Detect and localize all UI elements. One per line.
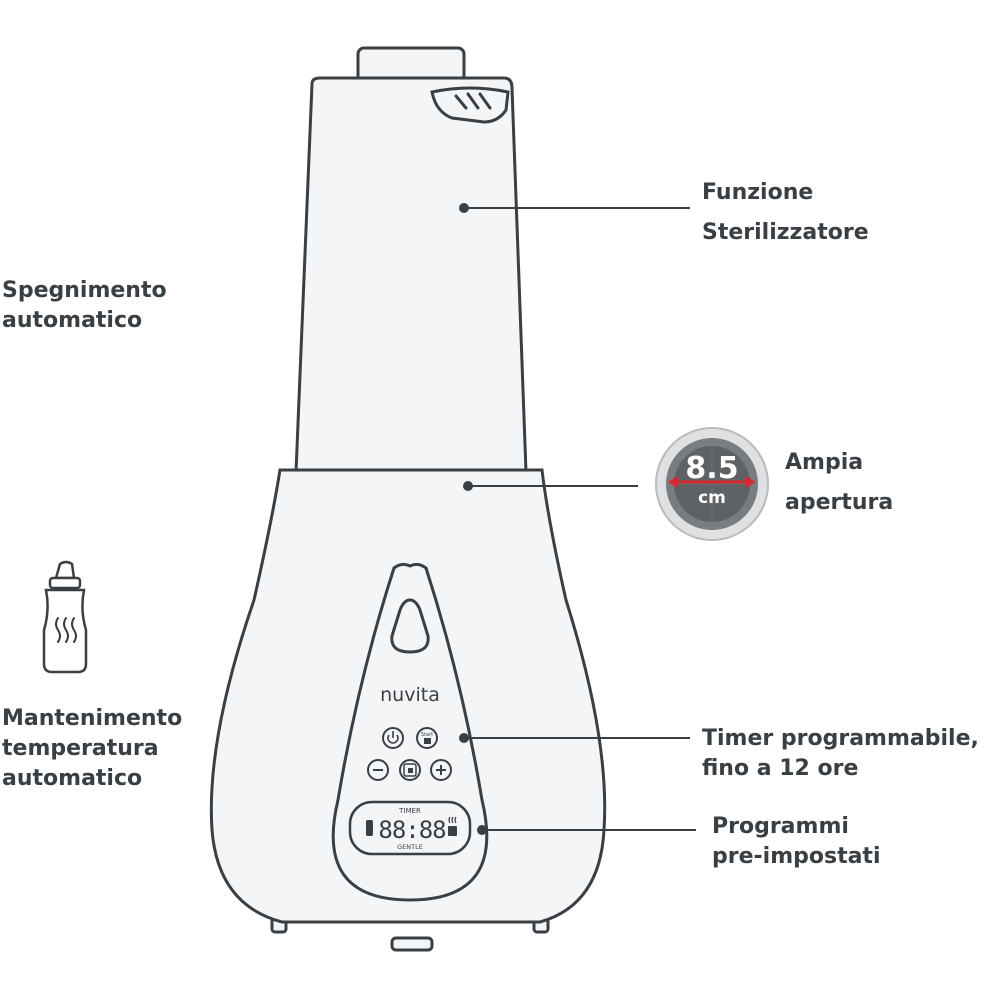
callout-lines [459,203,696,835]
callout-auto-off: Spegnimento automatico [2,276,167,336]
callout-timer-line2: fino a 12 ore [702,756,859,781]
power-icon [387,734,399,744]
callout-programs: Programmi pre-impostati [712,812,881,872]
minus-button[interactable] [367,759,389,781]
opening-size-unit: cm [698,488,726,508]
callout-keep-warm-line1: Mantenimento [2,706,183,731]
plus-button[interactable] [430,759,452,781]
callout-keep-warm: Mantenimento temperatura automatico [2,704,182,794]
drop-indicator-icon [390,598,430,654]
callout-keep-warm-line2: temperatura [2,736,159,761]
brand-logo: nuvita [380,684,440,706]
opening-size-badge: 8.5 cm [655,427,769,541]
callout-opening-line2: apertura [785,490,894,515]
start-button[interactable]: Start [416,727,438,749]
display-digits: 88:88 [378,816,445,844]
display-timer-label: TIMER [398,807,421,815]
cup-icon [424,738,431,744]
opening-size-value: 8.5 [685,451,738,486]
callout-sterilizer-line2: Sterilizzatore [702,220,869,245]
callout-keep-warm-line3: automatico [2,766,143,791]
sterilizer-lid [294,76,528,474]
callout-programs-line1: Programmi [712,814,849,839]
baby-bottle-icon [42,560,88,674]
callout-auto-off-line1: Spegnimento [2,278,167,303]
foot [390,936,434,952]
start-label: Start [421,732,433,738]
callout-sterilizer-line1: Funzione [702,180,814,205]
mode-icon [403,763,417,777]
callout-opening: Ampia apertura [785,443,893,523]
steam-mini-icon [448,826,457,836]
callout-timer: Timer programmabile, fino a 12 ore [702,724,979,784]
lcd-display: TIMER 88:88 GENTLE [348,800,472,856]
mode-button[interactable] [399,759,421,781]
bottle-mini-icon [366,820,373,836]
steam-vent-icon [430,86,510,124]
callout-auto-off-line2: automatico [2,308,143,333]
callout-opening-line1: Ampia [785,450,864,475]
callout-sterilizer: Funzione Sterilizzatore [702,173,869,253]
callout-programs-line2: pre-impostati [712,844,881,869]
callout-timer-line1: Timer programmabile, [702,726,979,751]
power-button[interactable] [382,727,404,749]
display-gentle-label: GENTLE [397,843,423,851]
